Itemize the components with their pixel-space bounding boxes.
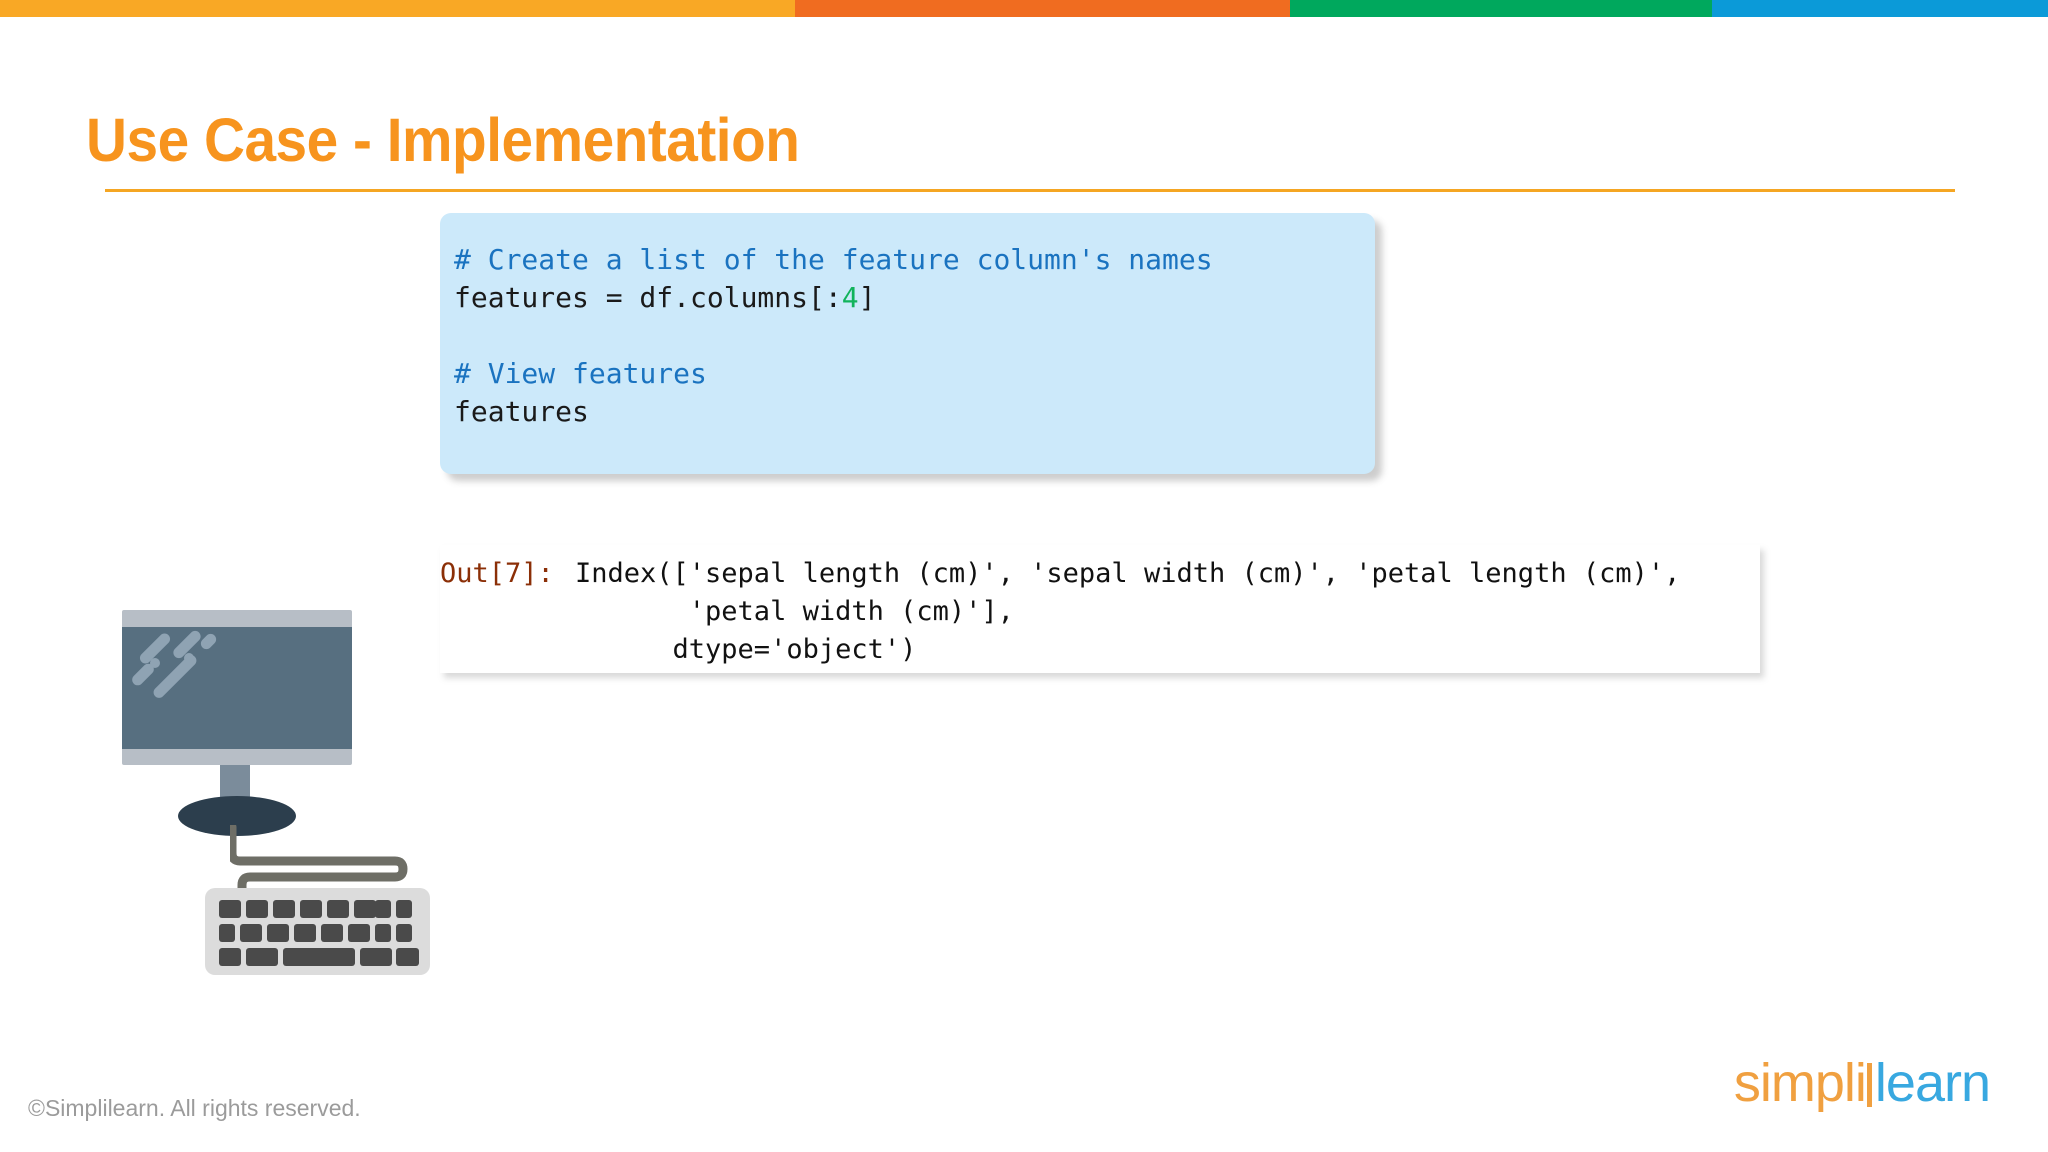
code-line-comment-1: # Create a list of the feature column's …	[454, 243, 1213, 276]
monitor-base-icon	[178, 796, 296, 836]
output-row-3: dtype='object')	[440, 631, 1760, 669]
keyboard-key	[375, 900, 391, 918]
top-bar-segment-orange	[795, 0, 1290, 17]
logo-text-learn: learn	[1874, 1053, 1991, 1113]
keyboard-key	[327, 900, 349, 918]
code-line-features: features	[454, 395, 589, 428]
keyboard-row-2	[219, 924, 370, 942]
output-text-line-3: dtype='object')	[575, 634, 917, 665]
output-text-line-2: 'petal width (cm)'],	[575, 596, 1014, 627]
page-title: Use Case - Implementation	[86, 106, 800, 174]
keyboard-key	[375, 924, 391, 942]
keyboard-key	[396, 924, 412, 942]
output-cell: Out[7]: Index(['sepal length (cm)', 'sep…	[440, 545, 1760, 673]
keyboard-key	[267, 924, 289, 942]
keyboard-key	[396, 900, 412, 918]
code-cell: # Create a list of the feature column's …	[440, 213, 1375, 474]
logo-divider-bar	[1866, 1063, 1872, 1107]
simplilearn-logo: simpli learn	[1733, 1052, 1991, 1114]
cable-icon	[230, 825, 408, 900]
code-line-comment-2: # View features	[454, 357, 707, 390]
screen-code-dash-6	[129, 661, 157, 688]
code-line-assignment: features = df.columns[:4]	[454, 279, 1375, 317]
keyboard-row-2-numpad	[375, 924, 412, 942]
code-line-blank	[454, 317, 1375, 355]
keyboard-icon	[205, 888, 430, 975]
keyboard-row-1-numpad	[375, 900, 412, 918]
keyboard-key	[240, 924, 262, 942]
keyboard-row-1	[219, 900, 376, 918]
keyboard-row-3-numpad	[375, 948, 412, 966]
keyboard-key	[348, 924, 370, 942]
output-row-1: Out[7]: Index(['sepal length (cm)', 'sep…	[440, 555, 1760, 593]
code-token-head: features = df.columns[:	[454, 281, 842, 314]
keyboard-key	[300, 900, 322, 918]
keyboard-key	[354, 900, 376, 918]
output-row-2: 'petal width (cm)'],	[440, 593, 1760, 631]
keyboard-key	[294, 924, 316, 942]
code-token-number: 4	[841, 281, 859, 314]
keyboard-key	[273, 900, 295, 918]
keyboard-key	[219, 948, 241, 966]
title-underline-rule	[105, 189, 1955, 192]
logo-text-simpli: simpli	[1733, 1053, 1867, 1113]
keyboard-key	[219, 924, 235, 942]
top-bar-segment-green	[1290, 0, 1712, 17]
desktop-computer-icon	[110, 600, 430, 1000]
top-bar-segment-blue	[1712, 0, 2048, 17]
output-text-line-1: Index(['sepal length (cm)', 'sepal width…	[575, 558, 1681, 589]
keyboard-key	[219, 900, 241, 918]
code-token-tail: ]	[858, 281, 876, 314]
keyboard-key	[246, 900, 268, 918]
keyboard-key	[321, 924, 343, 942]
output-prompt-label: Out[7]:	[440, 558, 554, 589]
keyboard-spacebar-key	[283, 948, 355, 966]
top-bar-segment-yellow	[0, 0, 795, 17]
top-color-bar	[0, 0, 2048, 17]
copyright-text: ©Simplilearn. All rights reserved.	[28, 1095, 361, 1121]
keyboard-key	[246, 948, 278, 966]
keyboard-key	[375, 948, 391, 966]
screen-code-dash-3	[198, 631, 219, 652]
monitor-screen-icon	[122, 627, 352, 749]
keyboard-key	[396, 948, 412, 966]
screen-code-dash-4	[150, 658, 160, 668]
